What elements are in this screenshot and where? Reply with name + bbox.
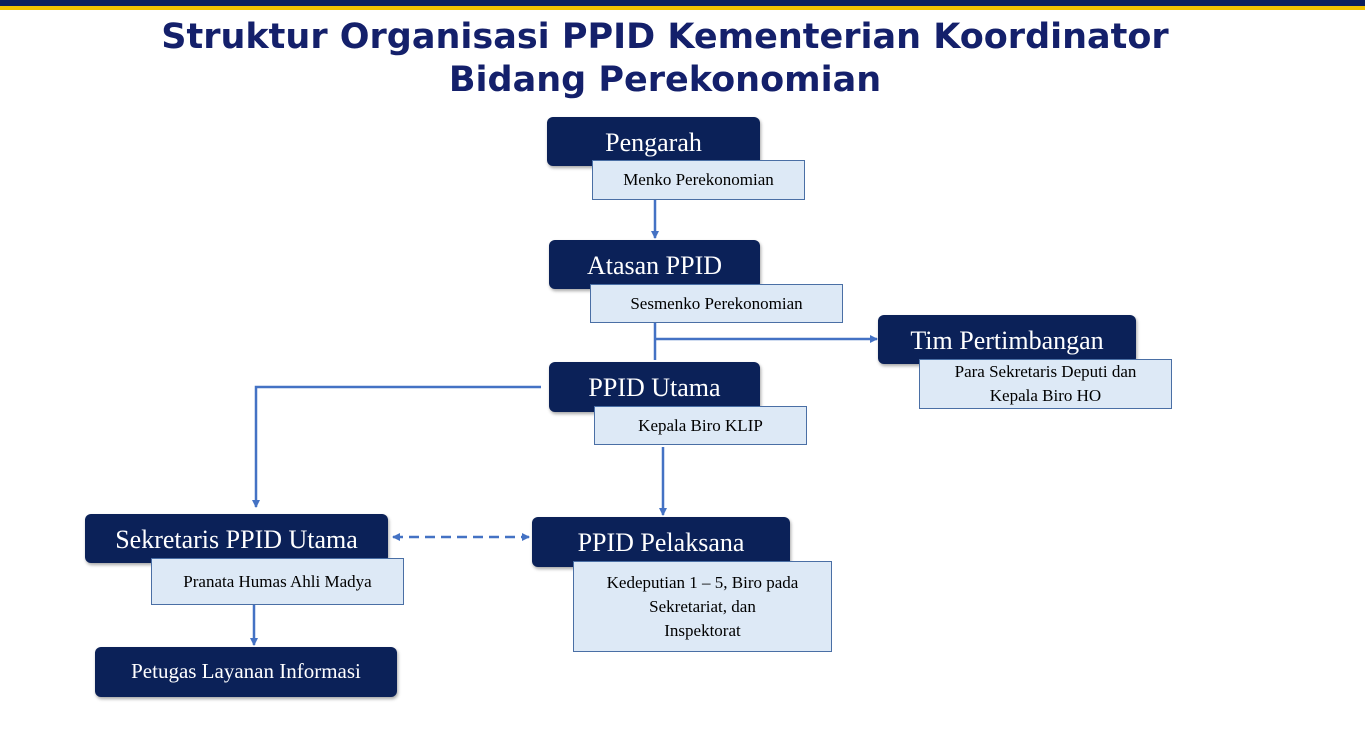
ppid-pelaksana-desc-line3: Inspektorat	[664, 620, 741, 640]
ppid-pelaksana-desc-box: Kedeputian 1 – 5, Biro pada Sekretariat,…	[573, 561, 832, 652]
tim-pertimbangan-box: Tim Pertimbangan	[878, 315, 1136, 364]
petugas-layanan-informasi-title: Petugas Layanan Informasi	[131, 659, 361, 683]
pengarah-title: Pengarah	[605, 128, 702, 157]
tim-pertimbangan-desc-line2: Kepala Biro HO	[989, 386, 1102, 405]
top-bar-navy	[0, 0, 1365, 6]
ppid-utama-desc-box: Kepala Biro KLIP	[594, 406, 807, 445]
pengarah-desc: Menko Perekonomian	[623, 170, 774, 189]
ppid-utama-box: PPID Utama	[549, 362, 760, 412]
ppid-pelaksana-desc-line2: Sekretariat, dan	[649, 596, 756, 616]
atasan-ppid-desc: Sesmenko Perekonomian	[630, 293, 803, 313]
ppid-utama-desc: Kepala Biro KLIP	[638, 415, 763, 435]
connector-utama-sekretaris	[252, 385, 541, 508]
ppid-pelaksana-title: PPID Pelaksana	[577, 528, 745, 557]
tim-pertimbangan-desc-box: Para Sekretaris Deputi dan Kepala Biro H…	[919, 359, 1172, 409]
page-title-line2: Bidang Perekonomian	[448, 60, 882, 100]
tim-pertimbangan-desc-line1: Para Sekretaris Deputi dan	[954, 362, 1137, 381]
ppid-pelaksana-box: PPID Pelaksana	[532, 517, 790, 567]
atasan-ppid-desc-box: Sesmenko Perekonomian	[590, 284, 843, 323]
page-title: Struktur Organisasi PPID Kementerian Koo…	[161, 17, 1169, 57]
sekretaris-ppid-utama-title: Sekretaris PPID Utama	[115, 525, 358, 554]
sekretaris-ppid-utama-desc-box: Pranata Humas Ahli Madya	[151, 558, 404, 605]
petugas-layanan-informasi-box: Petugas Layanan Informasi	[95, 647, 397, 697]
atasan-ppid-box: Atasan PPID	[549, 240, 760, 289]
top-bar-gold	[0, 6, 1365, 10]
sekretaris-ppid-utama-desc: Pranata Humas Ahli Madya	[183, 571, 372, 591]
pengarah-desc-box: Menko Perekonomian	[592, 160, 805, 200]
sekretaris-ppid-utama-box: Sekretaris PPID Utama	[85, 514, 388, 563]
ppid-utama-title: PPID Utama	[588, 373, 721, 402]
atasan-ppid-title: Atasan PPID	[586, 251, 723, 280]
pengarah-box: Pengarah	[547, 117, 760, 166]
tim-pertimbangan-title: Tim Pertimbangan	[910, 326, 1104, 355]
ppid-pelaksana-desc-line1: Kedeputian 1 – 5, Biro pada	[606, 572, 799, 592]
